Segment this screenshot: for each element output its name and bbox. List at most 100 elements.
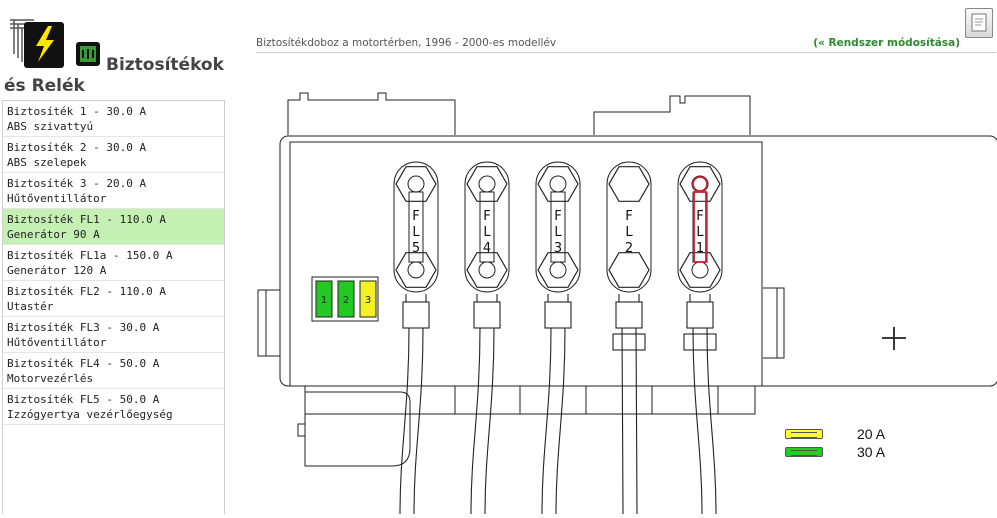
fuse-list-item[interactable]: Biztosíték FL5 - 50.0 A Izzógyertya vezér… — [3, 389, 224, 425]
legend-fuse-swatch — [785, 429, 823, 439]
fuse-label-char: F — [483, 209, 490, 224]
small-fuse-label: 3 — [365, 295, 371, 306]
fuse-description: Utastér — [7, 300, 54, 313]
bolt-washer — [549, 175, 567, 193]
fuse-list-item[interactable]: Biztosíték FL1 - 110.0 A Generátor 90 A — [3, 209, 224, 245]
fuse-list-item[interactable]: Biztosíték FL2 - 110.0 A Utastér — [3, 281, 224, 317]
print-button[interactable] — [965, 8, 993, 38]
side-tab-left — [257, 289, 280, 357]
fuse-strip — [550, 191, 566, 263]
cable-edge — [621, 327, 624, 515]
cable-edge — [541, 327, 552, 515]
cable-edge — [470, 327, 481, 515]
fuse-name: Biztosíték FL4 - 50.0 A — [7, 357, 160, 370]
fuse-label-char: F — [412, 209, 419, 224]
hex-bolt — [608, 166, 650, 202]
change-system-link[interactable]: (« Rendszer módosítása) — [813, 37, 960, 49]
small-fuse — [359, 280, 377, 318]
fuse-name: Biztosíték FL1a - 150.0 A — [7, 249, 173, 262]
fuse-list-item[interactable]: Biztosíték FL4 - 50.0 A Motorvezérlés — [3, 353, 224, 389]
fuse-name: Biztosíték FL1 - 110.0 A — [7, 213, 166, 226]
fuse-name: Biztosíték FL2 - 110.0 A — [7, 285, 166, 298]
highlight-marker — [693, 191, 707, 263]
top-connector-left — [287, 92, 456, 135]
small-fuse-holder — [311, 276, 379, 322]
cable-edge — [399, 327, 410, 515]
fuse-name: Biztosíték 3 - 20.0 A — [7, 177, 147, 190]
header-divider — [256, 52, 996, 53]
legend-row: 20 A — [785, 425, 885, 443]
fuse-description: Generátor 90 A — [7, 228, 100, 241]
fuse-description: Hűtőventillátor — [7, 192, 107, 205]
fuse-description: ABS szivattyú — [7, 120, 94, 133]
legend-fuse-swatch — [785, 447, 823, 457]
fuse-label-char: L — [554, 225, 562, 240]
app-title-line2: és Relék — [4, 76, 85, 96]
cable-crimp — [402, 301, 430, 329]
highlight-marker — [692, 176, 708, 192]
cable-crimp — [473, 301, 501, 329]
cable-crimp — [686, 301, 714, 329]
bolt-washer — [478, 175, 496, 193]
fuse-description: Hűtőventillátor — [7, 336, 107, 349]
app-title: Biztosítékok — [106, 55, 224, 75]
fuse-name: Biztosíték FL3 - 30.0 A — [7, 321, 160, 334]
app-logo — [8, 14, 68, 70]
cable-edge — [706, 327, 717, 515]
fuse-description: Motorvezérlés — [7, 372, 94, 385]
cable-edge — [484, 327, 495, 515]
cable-edge — [555, 327, 566, 515]
fuse-label-char: 5 — [412, 241, 420, 256]
fuse-name: Biztosíték 2 - 30.0 A — [7, 141, 147, 154]
cable-sleeve — [612, 333, 646, 351]
fuse-label-char: F — [696, 209, 703, 224]
fuse-list-item[interactable]: Biztosíték FL3 - 30.0 A Hűtőventillátor — [3, 317, 224, 353]
cable-crimp — [544, 301, 572, 329]
fuse-list-item[interactable]: Biztosíték 2 - 30.0 A ABS szelepek — [3, 137, 224, 173]
plus-symbol — [882, 327, 906, 350]
fuse-strip — [408, 191, 424, 263]
fuse-label-char: 2 — [625, 241, 633, 256]
fuse-list-item[interactable]: Biztosíték 1 - 30.0 A ABS szivattyú — [3, 101, 224, 137]
breadcrumb: Biztosítékdoboz a motortérben, 1996 - 20… — [256, 37, 557, 49]
fuse-label-char: F — [554, 209, 561, 224]
cable-crimp — [615, 301, 643, 329]
hex-bolt — [608, 252, 650, 288]
fuse-label-char: L — [483, 225, 491, 240]
cable-edge — [635, 327, 638, 515]
small-fuse-label: 2 — [343, 295, 349, 306]
fuse-name: Biztosíték 1 - 30.0 A — [7, 105, 147, 118]
small-fuse — [337, 280, 355, 318]
bolt-washer — [691, 261, 709, 279]
fuse-list-item[interactable]: Biztosíték 3 - 20.0 A Hűtőventillátor — [3, 173, 224, 209]
page-icon — [971, 13, 987, 32]
legend-row: 30 A — [785, 443, 885, 461]
legend: 20 A 30 A — [785, 425, 885, 461]
cable-edge — [692, 327, 703, 515]
fuse-description: ABS szelepek — [7, 156, 87, 169]
bolt-washer — [478, 261, 496, 279]
small-fuse — [315, 280, 333, 318]
fuse-label-char: 4 — [483, 241, 491, 256]
cable-edge — [413, 327, 424, 515]
fuse-label-char: 3 — [554, 241, 562, 256]
fuse-label-char: L — [625, 225, 633, 240]
top-connector-right — [593, 95, 751, 135]
fuse-label-char: L — [696, 225, 704, 240]
bolt-washer — [691, 175, 709, 193]
legend-label: 20 A — [857, 426, 886, 442]
relay-icon — [74, 40, 102, 68]
fuse-label-char: 1 — [696, 241, 704, 256]
fuse-description: Izzógyertya vezérlőegység — [7, 408, 173, 421]
cable-sleeve — [683, 333, 717, 351]
fuse-description: Generátor 120 A — [7, 264, 107, 277]
bolt-washer — [407, 175, 425, 193]
legend-label: 30 A — [857, 444, 886, 460]
side-tab-right — [763, 287, 785, 359]
fuse-list-item[interactable]: Biztosíték FL1a - 150.0 A Generátor 120 A — [3, 245, 224, 281]
small-fuse-label: 1 — [321, 295, 327, 306]
fuse-strip — [479, 191, 495, 263]
fuse-name: Biztosíték FL5 - 50.0 A — [7, 393, 160, 406]
fuse-label-char: F — [625, 209, 632, 224]
